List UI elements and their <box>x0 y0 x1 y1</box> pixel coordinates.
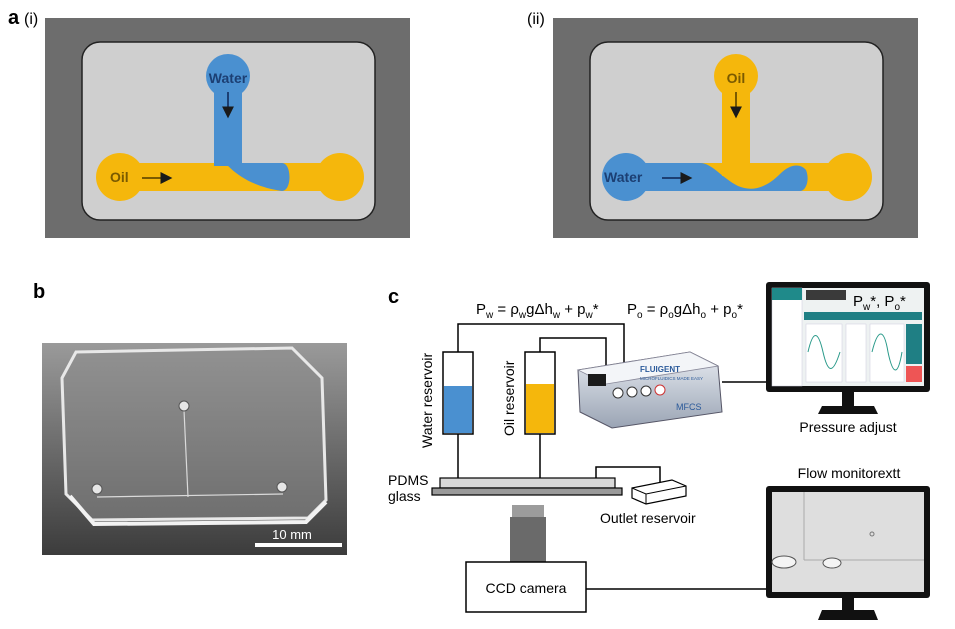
software-header <box>804 312 922 320</box>
scale-bar-label: 10 mm <box>272 527 312 542</box>
oil-label: Oil <box>110 169 129 185</box>
monitor-pressure-label: Pw*, Po* <box>853 293 906 313</box>
photo-port <box>91 483 103 495</box>
water-reservoir-label: Water reservoir <box>419 352 435 448</box>
controller-model: MFCS <box>676 402 702 412</box>
oil-pressure-tubing <box>539 337 607 388</box>
software-plot <box>869 323 905 383</box>
pressure-monitor: Pw*, Po* Pressure adjust <box>766 282 930 435</box>
oil-label: Oil <box>727 70 746 86</box>
monitor-screen <box>772 492 924 592</box>
monitor-neck <box>842 392 854 406</box>
software-plot <box>805 323 843 383</box>
ccd-camera <box>465 561 587 613</box>
software-trace <box>807 335 841 369</box>
ccd-camera-label: CCD camera <box>486 580 567 596</box>
outlet-tubing <box>595 466 661 486</box>
panel-a-letter: a <box>8 7 20 29</box>
water-label: Water <box>209 70 248 86</box>
software-value-tile <box>906 324 922 364</box>
flow-monitor: Flow monitorextt <box>766 465 930 620</box>
controller-tagline: MICROFLUIDICS MADE EASY <box>640 376 703 381</box>
water-stream <box>626 163 808 191</box>
oil-reservoir-label: Oil reservoir <box>501 360 517 436</box>
outlet-reservoir-label: Outlet reservoir <box>600 510 696 526</box>
panel-a-i: a (i) Water Oil <box>8 7 410 238</box>
water-fill <box>444 386 472 433</box>
monitor-stand <box>818 406 878 414</box>
controller-knob <box>654 384 666 396</box>
monitor-neck <box>842 598 854 610</box>
chip-edge-highlight <box>68 494 328 527</box>
panel-a-sub-ii: (ii) <box>527 11 545 28</box>
droplet <box>771 555 797 569</box>
software-trace <box>871 333 903 371</box>
glass-label: glass <box>388 488 421 504</box>
software-toolbar <box>806 290 846 300</box>
pdms-chip-photo <box>60 346 328 522</box>
outlet-well <box>824 153 872 201</box>
controller-knob <box>626 386 638 398</box>
controller-display <box>588 374 606 386</box>
pressure-adjust-label: Pressure adjust <box>799 419 896 435</box>
software-panel <box>845 323 867 383</box>
glass-slide <box>431 487 623 496</box>
controller-knob <box>612 387 624 399</box>
panel-c-letter: c <box>388 286 399 308</box>
pdms-layer <box>439 477 616 489</box>
photo-port <box>276 481 288 493</box>
photo-port <box>178 400 190 412</box>
software-logo-bar <box>772 288 802 300</box>
objective-tip <box>512 505 544 517</box>
water-pressure-equation: Pw = ρwgΔhw + pw* <box>476 301 599 321</box>
panel-a-ii: (ii) Oil Water <box>527 11 918 238</box>
water-label: Water <box>604 169 643 185</box>
oil-fill <box>526 384 554 433</box>
oil-pressure-equation: Po = ρogΔho + po* <box>627 301 743 321</box>
controller-brand: FLUIGENT <box>640 365 680 374</box>
water-pressure-tubing <box>457 323 625 388</box>
monitor-stand <box>818 610 878 620</box>
panel-b: b 10 mm <box>33 281 347 555</box>
objective-body <box>510 517 546 562</box>
water-stream <box>214 146 290 191</box>
droplet <box>822 557 842 569</box>
panel-c: c Pw = ρwgΔhw + pw* Po = ρogΔho + po* Wa… <box>388 282 930 620</box>
panel-a-sub-i: (i) <box>24 11 38 28</box>
photo-channel-horizontal <box>96 493 284 498</box>
controller-knob <box>640 385 652 397</box>
oil-channel <box>722 76 750 176</box>
panel-b-letter: b <box>33 281 45 303</box>
flow-monitor-label: Flow monitorextt <box>798 465 901 481</box>
debris-particle <box>869 531 875 537</box>
software-sidebar <box>771 287 803 387</box>
photo-channel-vertical <box>183 409 189 498</box>
pressure-controller: FLUIGENT MICROFLUIDICS MADE EASY MFCS <box>576 351 723 429</box>
outlet-reservoir-edges <box>631 485 687 504</box>
outlet-well <box>316 153 364 201</box>
software-alert-tile <box>906 366 922 382</box>
pdms-label: PDMS <box>388 472 428 488</box>
